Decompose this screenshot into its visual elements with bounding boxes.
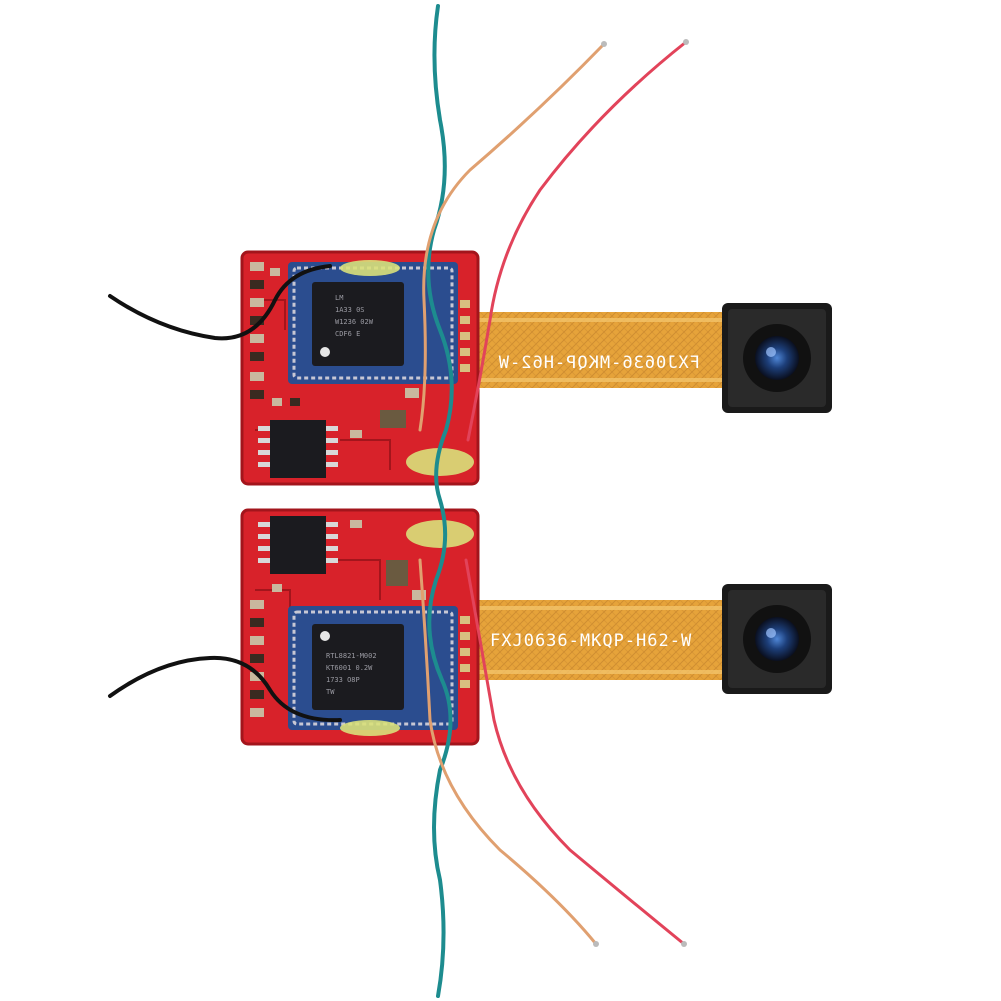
glue-bottom-1 <box>406 520 474 548</box>
wifi-chip-bottom: RTL8821-M002 KT6001 0.2W 1733 O8P TW <box>312 624 404 710</box>
smd-components-top <box>250 262 419 438</box>
wire-tip-copper-top <box>601 41 607 47</box>
glue-bottom-2 <box>340 720 400 736</box>
wire-red-top <box>466 40 688 442</box>
wire-tip-red-bottom <box>681 941 687 947</box>
chip-line-top-1: LM <box>335 294 343 302</box>
pcb-board-top: LM 1A33 0S W1236 02W CDF6 E <box>240 250 480 486</box>
chip-line-bottom-1: RTL8821-M002 <box>326 652 377 660</box>
chip-line-top-4: CDF6 E <box>335 330 360 338</box>
wifi-chip-top: LM 1A33 0S W1236 02W CDF6 E <box>312 282 404 366</box>
wire-teal <box>426 4 454 998</box>
chip-line-top-2: 1A33 0S <box>335 306 365 314</box>
antenna-bottom <box>108 655 342 723</box>
flex-label-top: FXJ0636-MKQP-H62-W <box>498 353 700 373</box>
camera-lens-top <box>755 336 799 380</box>
flex-cable-bottom: FXJ0636-MKQP-H62-W <box>470 600 730 680</box>
glue-top-1 <box>340 260 400 276</box>
wire-copper-top <box>418 42 606 432</box>
connector-pads-bottom <box>460 616 470 688</box>
connector-pads-top <box>460 300 470 372</box>
module-top: FXJ0636-MKQP-H62-W <box>108 250 832 486</box>
wire-red-bottom <box>464 558 686 946</box>
wires <box>418 4 689 998</box>
module-bottom: FXJ0636-MKQP-H62-W <box>108 508 832 746</box>
flex-cable-top: FXJ0636-MKQP-H62-W <box>470 312 730 388</box>
glue-top-2 <box>406 448 474 476</box>
smd-components-bottom <box>250 520 426 717</box>
chip-line-bottom-2: KT6001 0.2W <box>326 664 373 672</box>
chip-line-top-3: W1236 02W <box>335 318 374 326</box>
camera-bottom <box>722 584 832 694</box>
camera-top <box>722 303 832 413</box>
pcb-board-bottom: RTL8821-M002 KT6001 0.2W 1733 O8P TW <box>240 508 480 746</box>
chip-line-bottom-4: TW <box>326 688 335 696</box>
wire-tip-red-top <box>683 39 689 45</box>
flash-chip-bottom <box>258 516 338 574</box>
flash-chip-top <box>258 420 338 478</box>
wire-copper-bottom <box>418 558 598 946</box>
camera-lens-bottom <box>755 617 799 661</box>
wire-tip-copper-bottom <box>593 941 599 947</box>
flex-label-bottom: FXJ0636-MKQP-H62-W <box>490 631 692 651</box>
antenna-top <box>108 264 332 341</box>
chip-line-bottom-3: 1733 O8P <box>326 676 360 684</box>
